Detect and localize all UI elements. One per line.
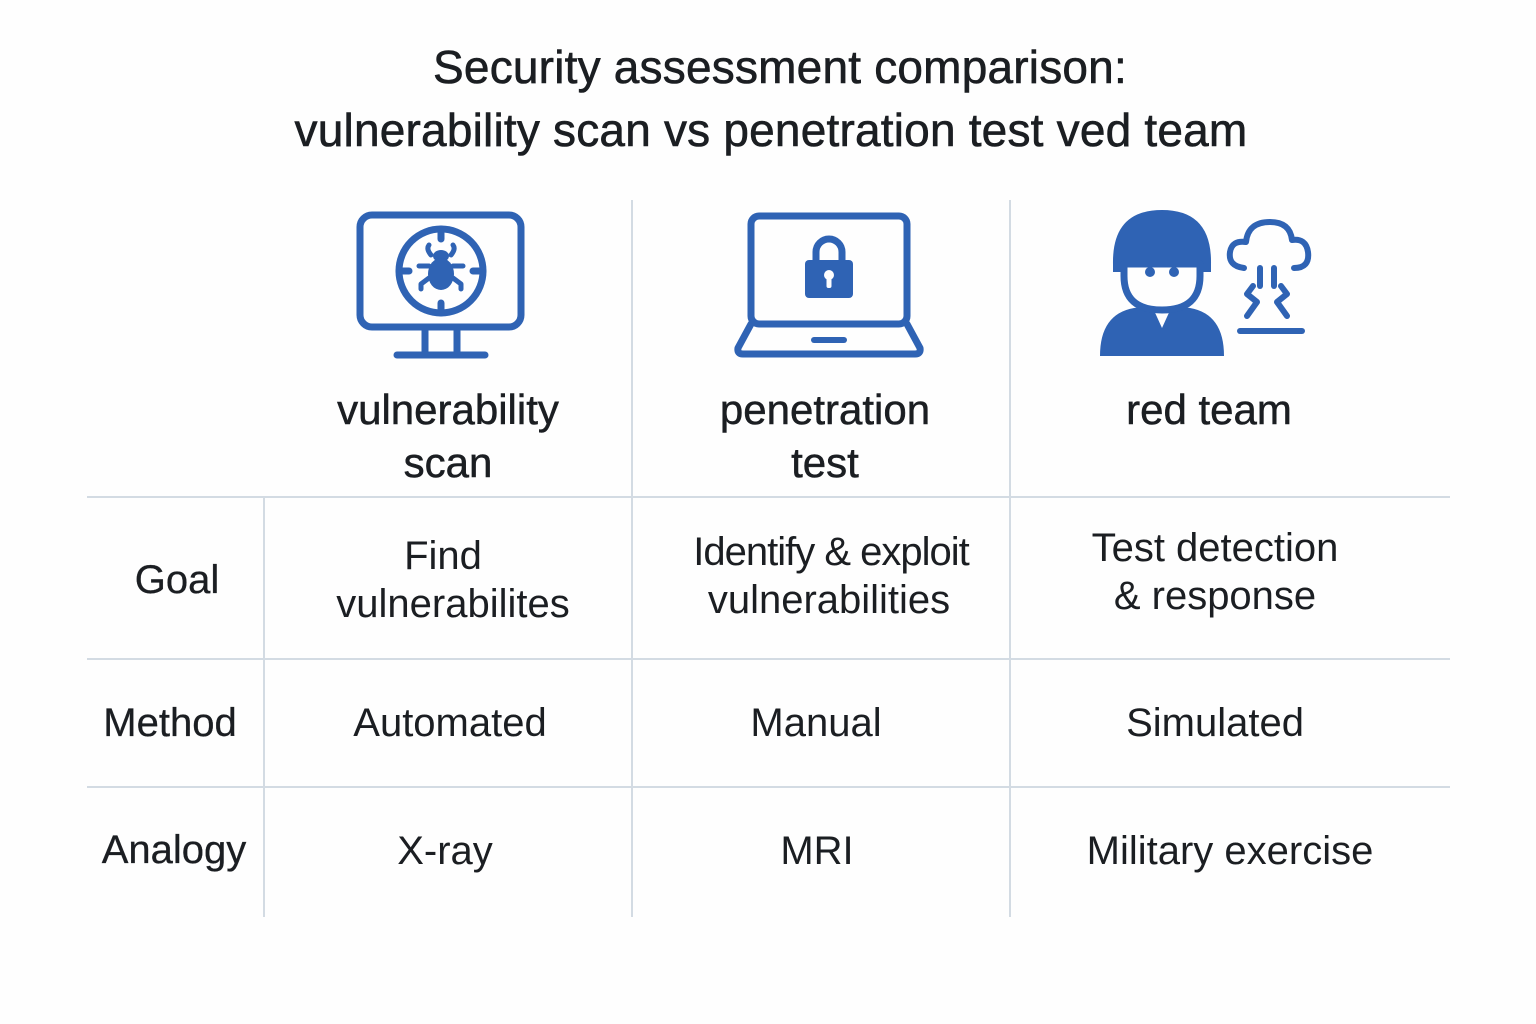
cell-line-2: & response bbox=[1113, 574, 1317, 618]
cell-analogy-vulnerability-scan: X-ray bbox=[265, 788, 625, 914]
grid-line-header-bottom bbox=[87, 496, 1450, 498]
title-line-2: vulnerability scan vs penetration test v… bbox=[294, 104, 1248, 157]
grid-line-method-bottom bbox=[87, 786, 1450, 788]
laptop-lock-icon bbox=[734, 212, 924, 358]
cell-line-1: Military exercise bbox=[1086, 829, 1374, 873]
row-label-method: Method bbox=[103, 701, 237, 745]
cell-line-1: X-ray bbox=[397, 829, 493, 873]
cell-line-1: Manual bbox=[750, 701, 882, 745]
column-header-line-2: test bbox=[791, 439, 859, 487]
diagram-title: Security assessment comparison: vulnerab… bbox=[0, 36, 1536, 162]
cell-analogy-penetration-test: MRI bbox=[633, 788, 1009, 914]
cell-method-penetration-test: Manual bbox=[633, 660, 1009, 786]
cell-line-1: MRI bbox=[780, 829, 854, 873]
monitor-bug-target-icon bbox=[356, 211, 525, 359]
column-header-line-2: scan bbox=[403, 439, 493, 487]
cell-goal-red-team: Test detection & response bbox=[1030, 502, 1400, 642]
title-line-1: Security assessment comparison: bbox=[433, 41, 1127, 94]
column-header-line-1: vulnerability bbox=[337, 386, 559, 434]
column-header-red-team: red team bbox=[1024, 383, 1394, 436]
row-label-analogy: Analogy bbox=[101, 828, 247, 872]
cell-line-1: Simulated bbox=[1126, 701, 1304, 745]
column-header-vulnerability-scan: vulnerability scan bbox=[264, 383, 632, 489]
cell-goal-penetration-test: Identify & exploit vulnerabilities bbox=[633, 506, 1009, 646]
grid-line-col-2-3 bbox=[1009, 200, 1011, 917]
cell-line-1: Identify & exploit bbox=[693, 530, 969, 574]
soldier-explosion-icon bbox=[1100, 210, 1312, 356]
column-header-penetration-test: penetration test bbox=[640, 383, 1010, 489]
row-label-goal: Goal bbox=[134, 558, 220, 602]
grid-line-label-column bbox=[263, 497, 265, 917]
column-header-line-1: red team bbox=[1126, 386, 1292, 434]
cell-goal-vulnerability-scan: Find vulnerabilites bbox=[265, 510, 631, 650]
cell-line-2: vulnerabilites bbox=[336, 582, 570, 626]
cell-analogy-red-team: Military exercise bbox=[1040, 788, 1420, 914]
cell-line-2: vulnerabilities bbox=[707, 578, 951, 622]
grid-line-goal-bottom bbox=[87, 658, 1450, 660]
cell-line-1: Automated bbox=[353, 701, 547, 745]
grid-line-col-1-2 bbox=[631, 200, 633, 917]
cell-line-1: Find bbox=[404, 534, 482, 578]
cell-method-vulnerability-scan: Automated bbox=[265, 660, 635, 786]
column-header-line-1: penetration bbox=[719, 386, 931, 434]
cell-line-1: Test detection bbox=[1091, 526, 1339, 570]
cell-method-red-team: Simulated bbox=[1030, 660, 1400, 786]
